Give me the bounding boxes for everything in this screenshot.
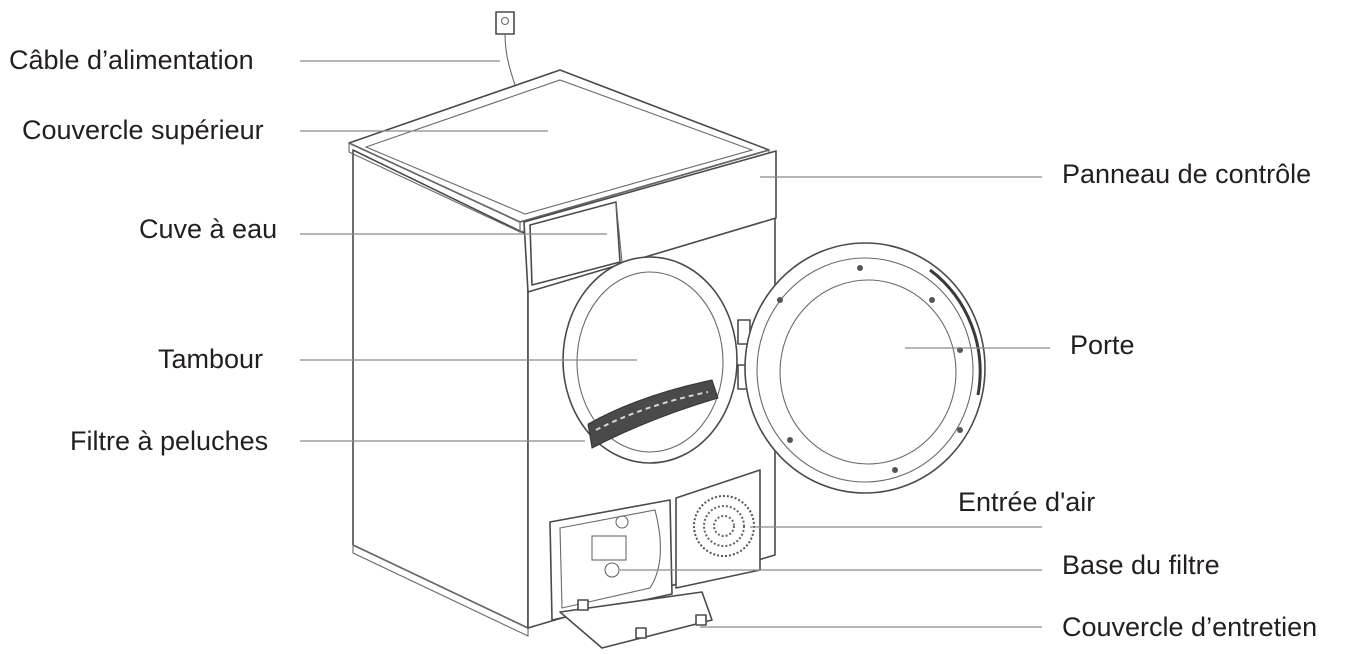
cabinet-side — [352, 149, 529, 629]
label-control-panel: Panneau de contrôle — [1062, 159, 1312, 189]
label-door: Porte — [1070, 330, 1135, 360]
label-drum: Tambour — [158, 344, 264, 374]
lint-filter — [587, 379, 719, 449]
label-filter-base: Base du filtre — [1062, 550, 1220, 580]
label-air-inlet: Entrée d'air — [958, 487, 1096, 517]
water-tank-drawer — [529, 201, 621, 286]
maintenance-cover — [559, 591, 713, 649]
leader-lines — [300, 60, 1050, 628]
label-top-cover: Couvercle supérieur — [22, 115, 264, 145]
label-lint-filter: Filtre à peluches — [70, 426, 269, 456]
cabinet-base — [352, 544, 529, 637]
power-plug — [495, 11, 517, 89]
filter-compartment — [549, 499, 673, 621]
label-maintenance-cover: Couvercle d’entretien — [1062, 612, 1318, 642]
label-water-tank: Cuve à eau — [139, 214, 278, 244]
air-inlet-grille — [693, 495, 755, 557]
door — [744, 242, 986, 494]
air-inlet-panel — [675, 469, 761, 589]
label-power-cable: Câble d’alimentation — [9, 45, 254, 75]
drum-opening — [562, 256, 738, 464]
